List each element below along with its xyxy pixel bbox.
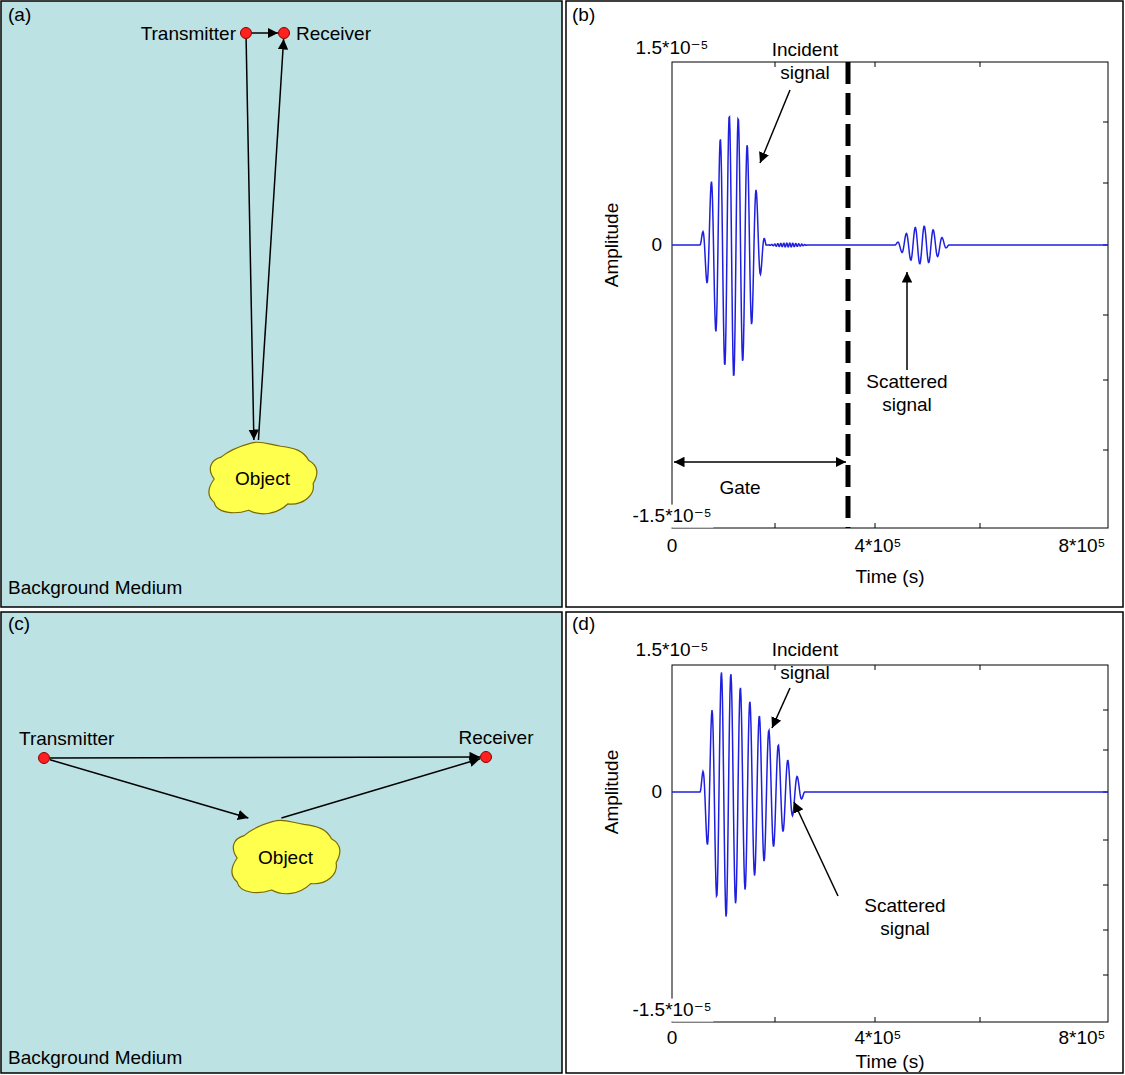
- text-label: Background Medium: [8, 577, 182, 600]
- object-blob: Object: [205, 440, 320, 518]
- signal-path-arrow: [50, 760, 248, 818]
- antenna-label: Receiver: [459, 727, 534, 750]
- object-label: Object: [258, 847, 313, 870]
- signal-trace: [672, 117, 1108, 375]
- plot-panel: [566, 1, 1123, 607]
- antenna-dot: Transmitter: [240, 27, 252, 39]
- signal-path-arrow: [258, 39, 283, 440]
- object-shape: [232, 820, 340, 894]
- antenna-label: Transmitter: [19, 728, 114, 751]
- signal-trace: [672, 672, 1108, 916]
- text-label: 1.5*10⁻⁵: [634, 639, 711, 662]
- text-label: Gate: [719, 477, 760, 500]
- text-label: 8*10⁵: [1059, 535, 1106, 558]
- leader-arrow: [772, 688, 790, 728]
- leader-arrow: [794, 802, 838, 896]
- text-label: Background Medium: [8, 1047, 182, 1070]
- text-label: (d): [572, 613, 595, 636]
- plot-frame: [672, 665, 1108, 1022]
- gate-arrow: [674, 461, 846, 463]
- axis-ticks: [775, 665, 1108, 1022]
- object-blob: Object: [228, 818, 343, 898]
- text-label: 8*10⁵: [1059, 1027, 1106, 1050]
- signal-path-arrow: [281, 759, 480, 818]
- callout-label: Scattered signal: [857, 371, 957, 417]
- signal-trace: [672, 672, 1108, 916]
- signal-path-arrow: [246, 39, 254, 440]
- text-label: Time (s): [856, 1051, 925, 1074]
- text-label: 0: [651, 234, 662, 257]
- text-label: (b): [572, 4, 595, 27]
- text-label: 4*10⁵: [855, 535, 902, 558]
- text-label: 0: [651, 781, 662, 804]
- antenna-dot: Receiver: [278, 27, 290, 39]
- axis-title: Amplitude: [601, 750, 624, 835]
- axis-title: Amplitude: [601, 203, 624, 288]
- text-label: 4*10⁵: [855, 1027, 902, 1050]
- callout-label: Scattered signal: [855, 895, 955, 941]
- medium-panel: [1, 612, 562, 1073]
- text-label: 1.5*10⁻⁵: [634, 37, 711, 60]
- text-label: -1.5*10⁻⁵: [630, 999, 713, 1022]
- object-shape: [209, 442, 317, 514]
- text-label: 0: [667, 535, 678, 558]
- callout-label: Incident signal: [759, 39, 851, 85]
- text-label: 0: [667, 1027, 678, 1050]
- text-label: (a): [8, 4, 31, 27]
- signal-path-arrow: [50, 756, 480, 758]
- signal-path-arrow: [252, 32, 278, 34]
- text-label: -1.5*10⁻⁵: [630, 505, 713, 528]
- gate-line: [846, 62, 851, 528]
- antenna-dot: Receiver: [480, 751, 492, 763]
- antenna-dot: Transmitter: [38, 752, 50, 764]
- leader-arrow: [760, 90, 790, 163]
- medium-panel: [1, 1, 562, 607]
- object-label: Object: [235, 468, 290, 491]
- callout-label: Incident signal: [759, 639, 851, 685]
- antenna-label: Transmitter: [141, 23, 236, 46]
- signal-trace: [672, 117, 1108, 375]
- plot-panel: [566, 612, 1123, 1073]
- antenna-label: Receiver: [296, 23, 371, 46]
- leader-arrow: [906, 272, 908, 370]
- plot-frame: [672, 62, 1108, 528]
- axis-ticks: [775, 62, 1108, 528]
- text-label: (c): [8, 613, 30, 636]
- text-label: Time (s): [856, 566, 925, 589]
